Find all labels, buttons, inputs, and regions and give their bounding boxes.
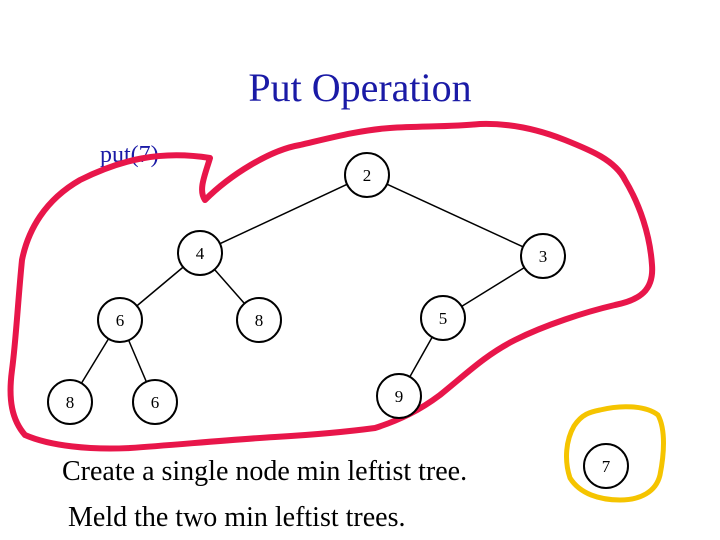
tree-node-key: 6 <box>151 393 160 412</box>
tree-edge-n6a-n8b <box>80 338 110 384</box>
tree-node-key: 5 <box>439 309 448 328</box>
tree-node-circle <box>376 373 422 419</box>
tree-node-key: 3 <box>539 247 548 266</box>
single-node-key: 7 <box>602 457 611 476</box>
tree-edge-n5-n9 <box>409 336 433 378</box>
tree-node-circle <box>420 295 466 341</box>
tree-node-key: 8 <box>255 311 264 330</box>
tree-edge-n4-n6a <box>136 266 184 307</box>
tree-node-circle <box>177 230 223 276</box>
tree-node-circle <box>97 297 143 343</box>
slide-title: Put Operation <box>0 64 720 111</box>
tree-edges <box>80 183 525 384</box>
tree-edge-n6a-n6b <box>127 339 148 383</box>
tree-node-circle <box>520 233 566 279</box>
tree-node-n5: 5 <box>420 295 466 341</box>
tree-node-circle <box>132 379 178 425</box>
big-tree-outline <box>7 120 656 452</box>
tree-node-n8a: 8 <box>236 297 282 343</box>
tree-node-n4: 4 <box>177 230 223 276</box>
tree-node-n6b: 6 <box>132 379 178 425</box>
note-create: Create a single node min leftist tree. <box>62 456 468 487</box>
tree-node-key: 4 <box>196 244 205 263</box>
tree-node-n8b: 8 <box>47 379 93 425</box>
tree-edge-n2-n4 <box>219 183 348 245</box>
tree-edge-n2-n3 <box>386 183 524 248</box>
tree-node-key: 2 <box>363 166 372 185</box>
tree-nodes: 2 4 3 6 8 5 8 6 9 <box>47 152 566 425</box>
tree-node-n2: 2 <box>344 152 390 198</box>
tree-edge-n3-n5 <box>461 266 525 308</box>
tree-node-n3: 3 <box>520 233 566 279</box>
slide-title-text: Put Operation <box>248 65 472 110</box>
tree-node-key: 8 <box>66 393 75 412</box>
single-node-circle <box>583 443 629 489</box>
note-meld: Meld the two min leftist trees. <box>68 502 406 533</box>
single-node: 7 <box>583 443 629 489</box>
tree-edge-n4-n8a <box>213 269 246 304</box>
tree-node-key: 9 <box>395 387 404 406</box>
tree-node-key: 6 <box>116 311 125 330</box>
single-node-outline <box>564 404 666 503</box>
tree-node-circle <box>47 379 93 425</box>
single-node-group: 7 <box>583 443 629 489</box>
tree-node-n9: 9 <box>376 373 422 419</box>
tree-node-circle <box>236 297 282 343</box>
tree-node-circle <box>344 152 390 198</box>
tree-node-n6a: 6 <box>97 297 143 343</box>
